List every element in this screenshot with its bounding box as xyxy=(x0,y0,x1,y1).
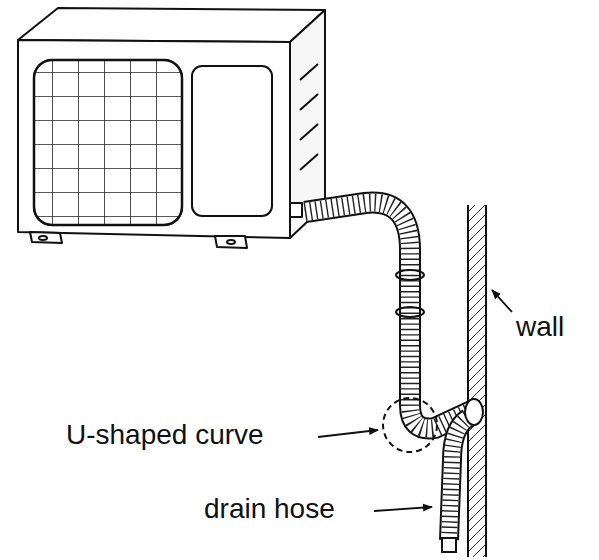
hose-label: drain hose xyxy=(204,494,335,525)
curve-label: U-shaped curve xyxy=(66,420,264,451)
leader-lines xyxy=(318,290,512,511)
outdoor-unit xyxy=(18,8,325,248)
wall-label: wall xyxy=(516,312,564,343)
wall xyxy=(468,205,486,557)
